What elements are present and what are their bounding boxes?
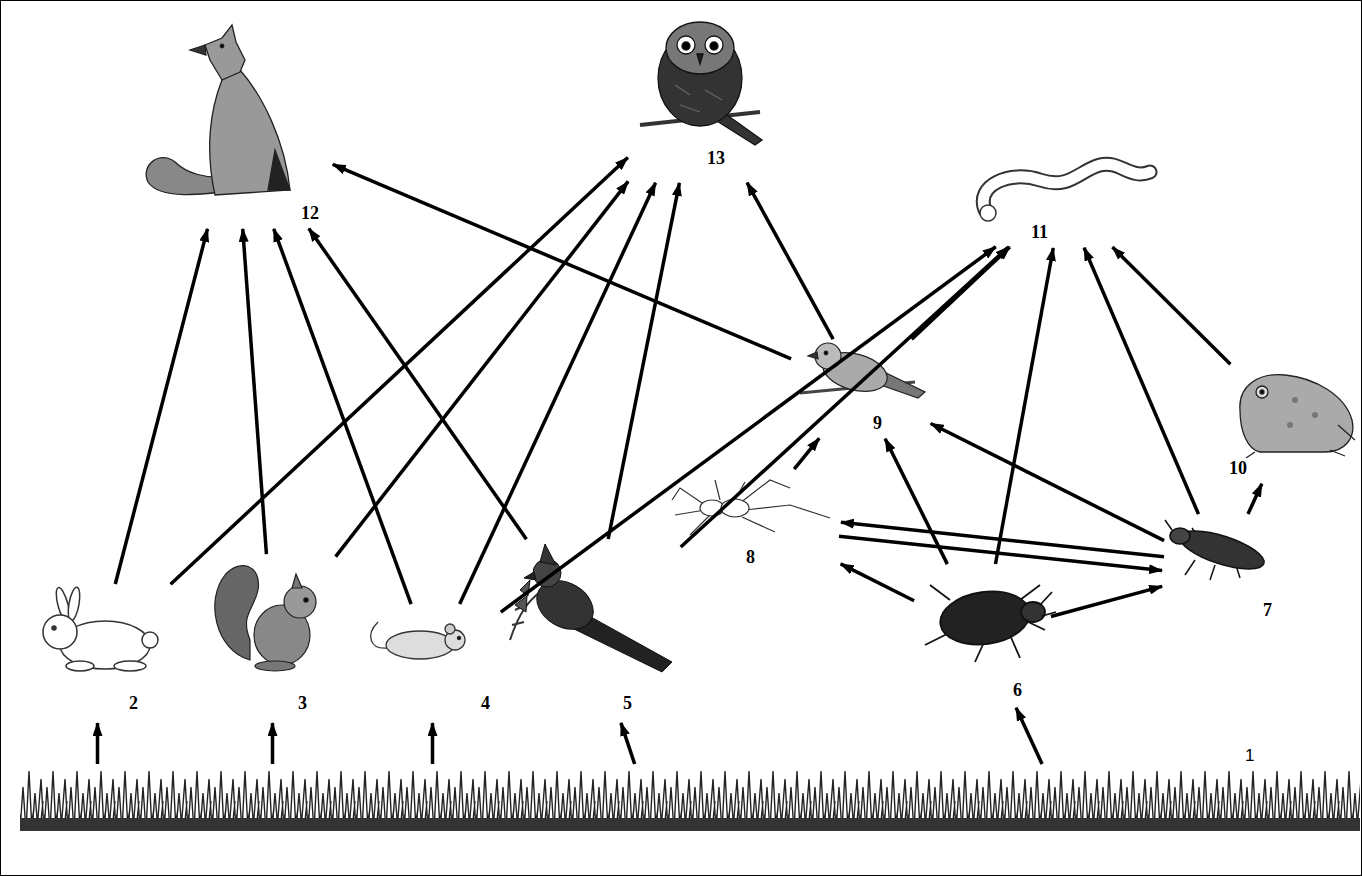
node-number: 10 (1228, 458, 1248, 478)
cardinal-illustration (510, 544, 672, 672)
food-arrow (621, 723, 635, 764)
food-arrow (1051, 586, 1162, 616)
node-number: 9 (872, 413, 883, 433)
food-arrow (931, 423, 1164, 540)
organism-node: 7 (1165, 515, 1280, 625)
organism-node: 4 (365, 605, 500, 720)
food-arrow (271, 723, 275, 764)
food-arrow (333, 164, 791, 358)
food-arrow (115, 229, 207, 584)
organism-node: 1 (20, 765, 1360, 831)
food-arrow (995, 248, 1053, 564)
food-arrow (1248, 484, 1262, 514)
node-number: 11 (1030, 222, 1049, 242)
food-arrow (171, 158, 628, 585)
food-arrow (747, 183, 833, 339)
toad-illustration (1240, 375, 1355, 458)
node-number: 8 (745, 547, 756, 567)
food-arrow (1112, 247, 1230, 364)
food-arrow (839, 536, 1162, 570)
node-number: 12 (300, 203, 320, 223)
bird-illustration (800, 343, 925, 398)
food-arrow (274, 229, 411, 604)
node-number: 5 (622, 693, 633, 713)
food-arrow (243, 229, 267, 554)
spider-illustration (672, 480, 830, 535)
beetle-illustration (1165, 520, 1268, 580)
organism-node: 2 (25, 585, 170, 720)
food-arrow (96, 723, 100, 764)
fox-illustration (146, 25, 290, 195)
food-arrow (1016, 708, 1042, 764)
food-arrow (501, 247, 996, 612)
organism-node: 13 (630, 5, 765, 180)
food-arrow (336, 181, 629, 556)
food-arrow (608, 183, 679, 539)
food-arrow (841, 522, 1164, 556)
organism-node: 11 (965, 150, 1160, 245)
snake-illustration (980, 164, 1150, 221)
food-arrow (841, 564, 914, 601)
node-number: 3 (297, 693, 308, 713)
mouse-illustration (371, 622, 465, 659)
squirrel-illustration (215, 566, 316, 671)
organism-node: 10 (1222, 365, 1357, 481)
node-number: 6 (1012, 680, 1023, 700)
rabbit-illustration (43, 586, 158, 671)
organism-node: 5 (500, 540, 680, 720)
node-number: 4 (480, 693, 491, 713)
food-arrow (431, 723, 435, 764)
food-arrow (1084, 248, 1198, 514)
food-arrow (794, 438, 819, 469)
food-arrow (681, 247, 1009, 547)
node-number: 2 (128, 693, 139, 713)
node-number: 13 (706, 148, 726, 168)
food-arrow (912, 247, 1010, 339)
organism-node: 3 (210, 555, 335, 720)
node-number: 1 (1244, 746, 1255, 766)
beetle-illustration (925, 585, 1056, 662)
food-arrow (309, 228, 527, 539)
organism-node: 8 (668, 470, 838, 570)
organism-node: 9 (792, 340, 928, 436)
owl-illustration (640, 22, 762, 145)
grass-illustration (20, 765, 1360, 831)
node-number: 7 (1262, 600, 1273, 620)
food-arrow (460, 183, 656, 604)
organism-node: 12 (140, 20, 330, 226)
organism-node: 6 (915, 565, 1050, 705)
